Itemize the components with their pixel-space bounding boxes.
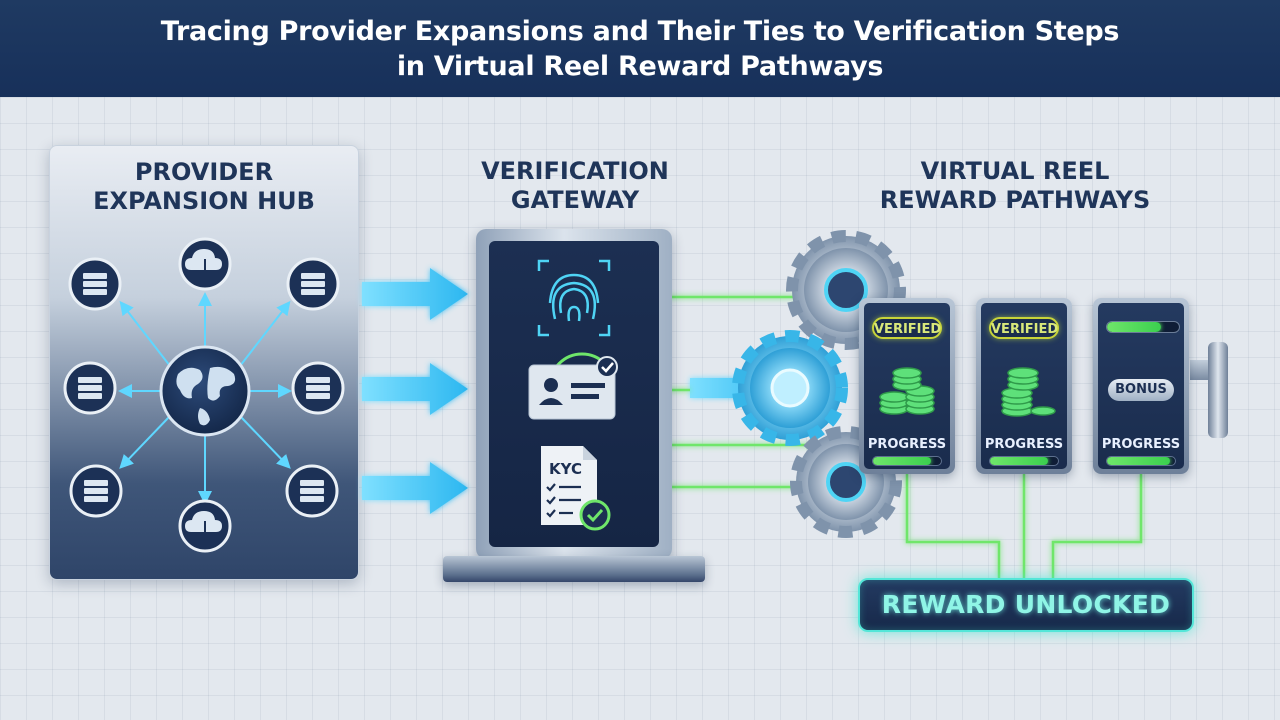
pathways-title-line-2: REWARD PATHWAYS [879, 186, 1151, 214]
progress-bar-1 [872, 456, 942, 466]
progress-label-2: PROGRESS [984, 437, 1064, 452]
kiosk-base [443, 556, 705, 582]
reel-3: BONUS PROGRESS [1093, 298, 1189, 474]
hub-title: PROVIDER EXPANSION HUB [50, 158, 358, 216]
hub-node-bottom-left [69, 464, 123, 518]
hub-network-diagram [63, 237, 345, 553]
progress-bar-3 [1106, 456, 1176, 466]
provider-expansion-hub-panel: PROVIDER EXPANSION HUB [49, 145, 359, 580]
coin-stack-icon [879, 367, 935, 415]
hub-title-line-2: EXPANSION HUB [93, 187, 315, 215]
gear-icon [786, 230, 906, 350]
page-title-line-2: in Virtual Reel Reward Pathways [396, 50, 884, 82]
pathways-title: VIRTUAL REEL REWARD PATHWAYS [860, 157, 1170, 215]
reel-2: VERIFIED PROGRESS [976, 298, 1072, 474]
hub-node-top [178, 237, 232, 291]
gateway-title-line-1: VERIFICATION [481, 157, 669, 185]
bonus-badge: BONUS [1108, 379, 1174, 401]
slot-lever-handle[interactable] [1208, 342, 1228, 438]
verification-kiosk: KYC [476, 229, 672, 559]
pathways-title-line-1: VIRTUAL REEL [920, 157, 1110, 185]
reward-unlocked-banner: REWARD UNLOCKED [858, 578, 1194, 632]
progress-label-3: PROGRESS [1101, 437, 1181, 452]
hub-node-bottom-right [285, 464, 339, 518]
id-card-icon [528, 352, 618, 420]
hub-node-bottom [178, 499, 232, 553]
hub-node-left [63, 361, 117, 415]
header-banner: Tracing Provider Expansions and Their Ti… [0, 0, 1280, 97]
progress-fill-1 [873, 457, 931, 465]
hub-title-line-1: PROVIDER [134, 158, 274, 186]
progress-label-1: PROGRESS [867, 437, 947, 452]
progress-fill-2 [990, 457, 1048, 465]
gear-icon-lower [790, 426, 902, 538]
hub-node-top-right [286, 257, 340, 311]
globe-icon [159, 345, 251, 437]
slot-handle-connector [1190, 360, 1210, 380]
kiosk-screen: KYC [489, 241, 659, 547]
gear-icon-blue [732, 330, 848, 446]
top-progress-fill-3 [1107, 322, 1161, 332]
hub-node-top-left [68, 257, 122, 311]
hub-node-right [291, 361, 345, 415]
reel-1: VERIFIED PROGRESS [859, 298, 955, 474]
verified-badge-1: VERIFIED [872, 317, 942, 339]
gateway-title-line-2: GATEWAY [510, 186, 640, 214]
fingerprint-icon [537, 259, 611, 337]
kyc-label: KYC [549, 460, 582, 478]
top-progress-bar-3 [1106, 321, 1180, 333]
gateway-title: VERIFICATION GATEWAY [455, 157, 695, 215]
page-title-line-1: Tracing Provider Expansions and Their Ti… [160, 15, 1120, 47]
progress-bar-2 [989, 456, 1059, 466]
coin-stack-icon [1001, 367, 1056, 417]
kyc-document-icon: KYC [541, 446, 611, 531]
verified-badge-2: VERIFIED [989, 317, 1059, 339]
progress-fill-3 [1107, 457, 1170, 465]
